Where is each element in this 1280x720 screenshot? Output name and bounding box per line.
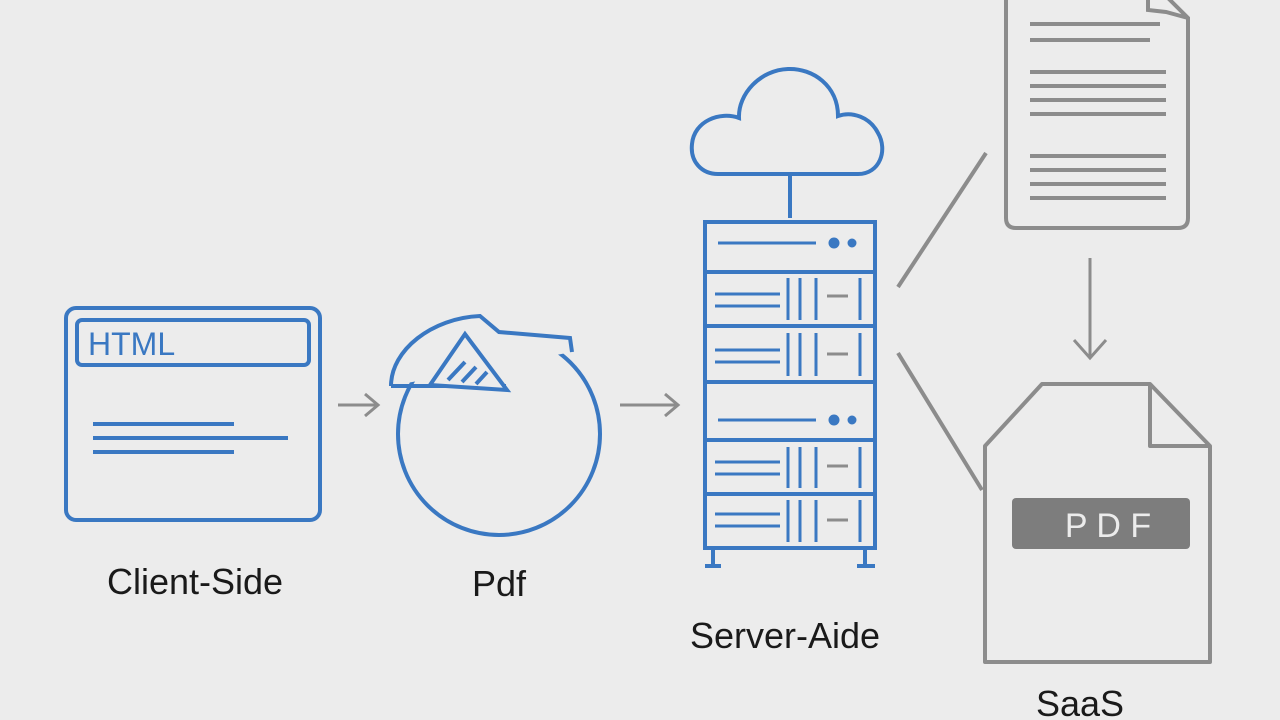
arrow-right-icon xyxy=(338,392,381,418)
html-window-title: HTML xyxy=(88,326,175,362)
server-side-caption: Server-Aide xyxy=(690,615,880,656)
pdf-file-icon xyxy=(983,382,1212,664)
pdf-badge xyxy=(1012,498,1190,549)
cloud-icon xyxy=(689,66,885,218)
client-side-caption: Client-Side xyxy=(107,561,283,602)
server-rack-icon xyxy=(703,220,877,568)
server-unit-details xyxy=(715,237,862,542)
connector-lines xyxy=(896,151,988,492)
pdf-caption: Pdf xyxy=(472,563,527,604)
arrow-down-icon xyxy=(1072,258,1108,361)
text-document-icon xyxy=(1004,0,1190,230)
arrow-right-icon xyxy=(620,392,681,418)
saas-caption: SaaS xyxy=(1036,683,1124,720)
pdf-badge-label: P D F xyxy=(1065,507,1151,545)
html-window-icon xyxy=(64,306,322,522)
pdf-circle-icon xyxy=(389,313,602,537)
